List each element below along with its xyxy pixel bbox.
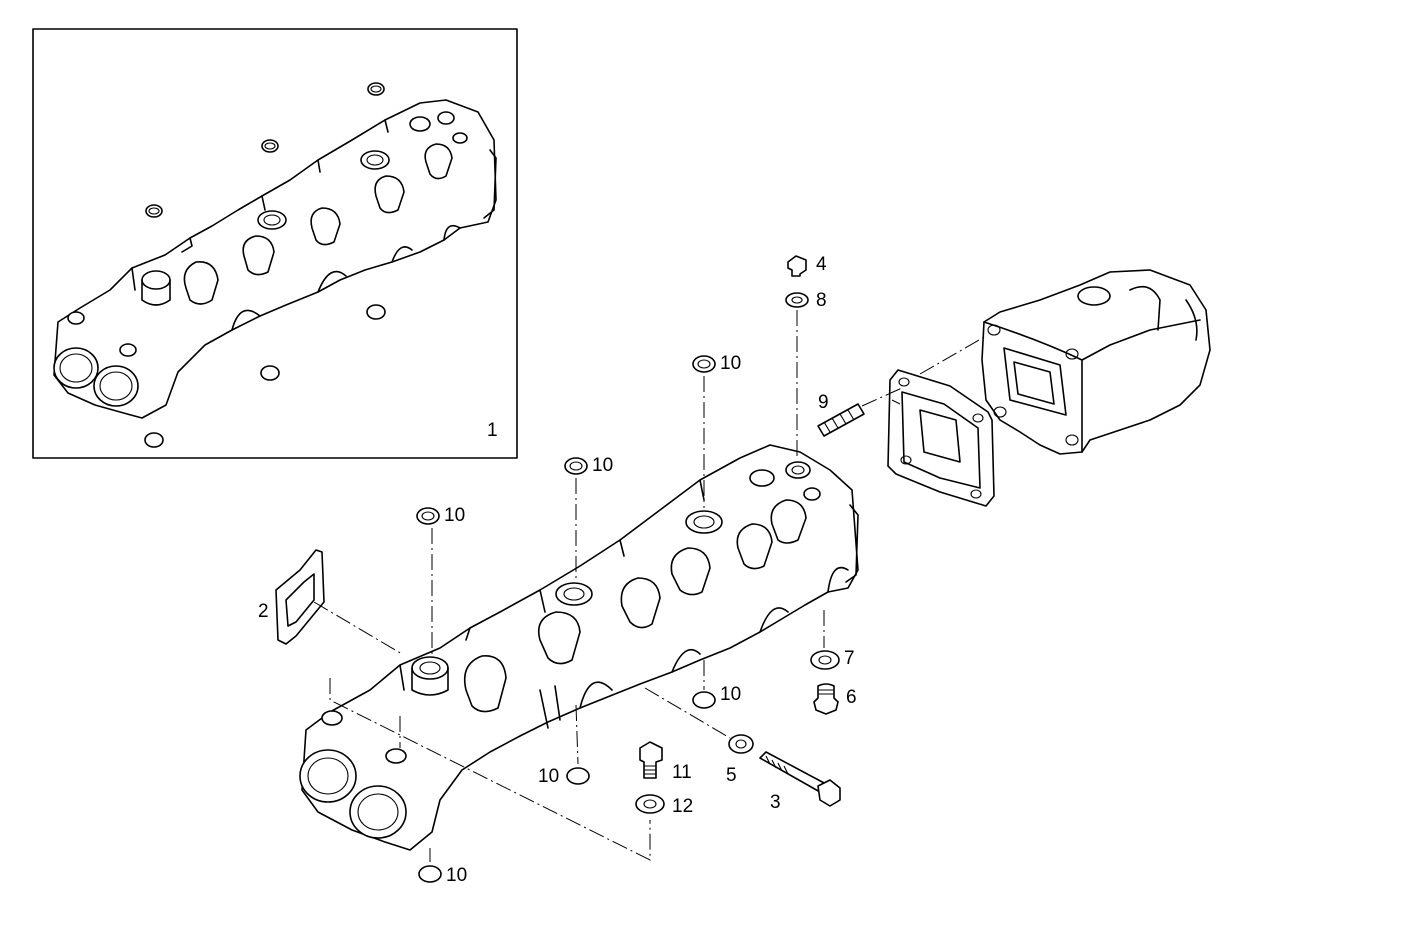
part-5-washer [728,734,754,754]
inset-assembly: 1 [32,28,518,459]
callout-1: 1 [487,420,498,441]
part-7-washer [810,650,840,670]
callout-6: 6 [846,687,857,708]
part-4-bolt [787,255,807,277]
part-3-bolt [759,751,841,807]
part-10-plugs [416,355,716,883]
callout-4: 4 [816,254,827,275]
callout-10-ring-right: 10 [720,353,741,374]
callout-12: 12 [672,796,693,817]
part-8-washer [785,292,809,308]
inset-frame [32,28,518,459]
part-6-plug [813,683,839,715]
callout-7: 7 [844,648,855,669]
exhaust-manifold [299,444,859,851]
callout-5: 5 [726,765,737,786]
turbo-housing [981,269,1211,455]
part-11-bolt [639,741,663,779]
inset-plugs [144,82,386,448]
callout-10-plug-middle: 10 [538,766,559,787]
callout-10-plug-left: 10 [446,865,467,886]
part-9-stud [817,403,865,437]
inset-manifold [53,99,497,419]
callout-8: 8 [816,290,827,311]
callout-10-ring-middle: 10 [592,455,613,476]
part-2-gasket [275,549,325,645]
callout-labels: 2 3 4 5 6 7 8 9 10 10 10 10 10 10 11 12 [258,254,857,886]
callout-11: 11 [672,762,692,783]
callout-9: 9 [818,392,829,413]
callout-3: 3 [770,792,781,813]
callout-10-ring-left: 10 [444,505,465,526]
callout-2: 2 [258,601,269,622]
callout-10-plug-right: 10 [720,684,741,705]
leader-lines [313,310,987,862]
part-12-washer [635,794,665,814]
turbo-gasket [887,369,995,507]
